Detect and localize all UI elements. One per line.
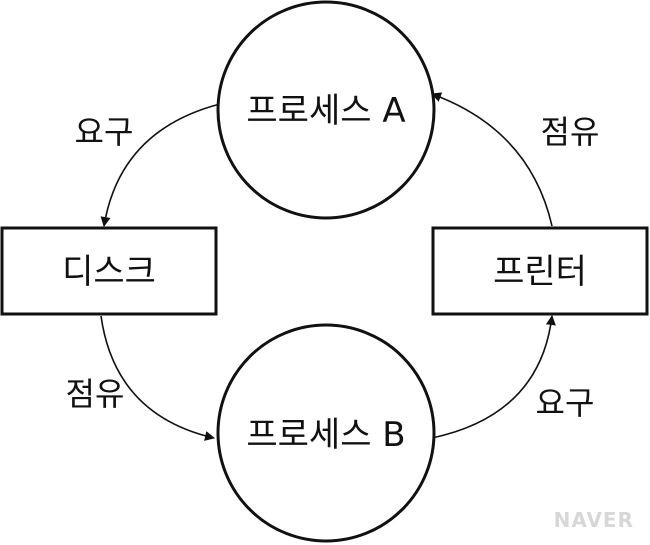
- process-b-node: 프로세스 B: [216, 323, 436, 543]
- edge-label-request-bottom-right: 요구: [536, 384, 595, 422]
- process-b-label: 프로세스 B: [246, 415, 405, 455]
- edge-disk-to-process-b: [100, 315, 215, 441]
- edge-printer-to-process-a: [431, 92, 553, 227]
- process-a-label: 프로세스 A: [246, 91, 405, 131]
- printer-node: 프린터: [431, 226, 649, 316]
- disk-node: 디스크: [0, 226, 218, 316]
- process-a-node: 프로세스 A: [216, 0, 436, 220]
- edge-label-request-top-left: 요구: [75, 113, 134, 151]
- disk-label: 디스크: [62, 252, 156, 292]
- edge-label-hold-bottom-left: 점유: [66, 375, 125, 413]
- edge-process-a-to-disk: [100, 103, 221, 227]
- edge-process-b-to-printer: [431, 315, 556, 439]
- printer-label: 프린터: [493, 252, 587, 292]
- naver-watermark: NAVER: [554, 508, 634, 532]
- edge-label-hold-top-right: 점유: [541, 113, 600, 151]
